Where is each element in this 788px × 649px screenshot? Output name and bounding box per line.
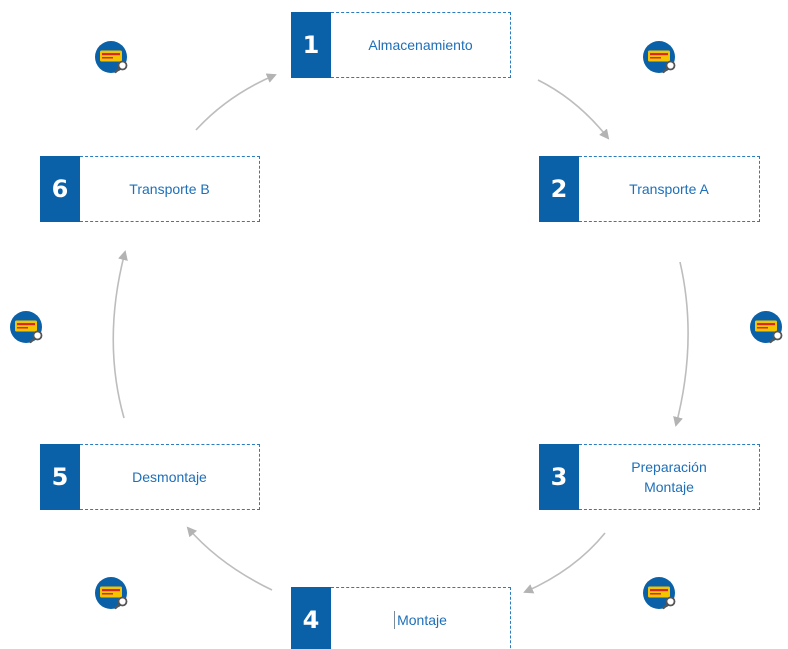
step-6-number: 6 <box>40 156 80 222</box>
step-4: 4 Montaje <box>291 587 511 649</box>
step-3-box: Preparación Montaje <box>579 444 760 510</box>
step-4-number: 4 <box>291 587 331 649</box>
step-4-label: Montaje <box>397 612 447 628</box>
step-3-number: 3 <box>539 444 579 510</box>
arrow-4-to-5 <box>186 526 273 591</box>
ticket-magnifier-icon <box>95 577 128 610</box>
step-6-label: Transporte B <box>129 181 210 197</box>
step-3: 3 Preparación Montaje <box>539 444 760 510</box>
step-2-box: Transporte A <box>579 156 760 222</box>
step-1-box: Almacenamiento <box>331 12 511 78</box>
ticket-magnifier-icon <box>643 577 676 610</box>
step-5-label: Desmontaje <box>132 469 207 485</box>
ticket-magnifier-icon <box>95 41 128 74</box>
step-4-box: Montaje <box>331 587 511 649</box>
arrow-5-to-6 <box>112 250 128 419</box>
step-6: 6 Transporte B <box>40 156 260 222</box>
step-6-box: Transporte B <box>80 156 260 222</box>
ticket-magnifier-icon <box>10 311 43 344</box>
step-2-label: Transporte A <box>629 181 709 197</box>
arrow-2-to-3 <box>673 261 689 427</box>
step-1-label: Almacenamiento <box>368 37 473 53</box>
text-caret <box>394 611 396 629</box>
step-1: 1 Almacenamiento <box>291 12 511 78</box>
step-1-number: 1 <box>291 12 331 78</box>
step-5-box: Desmontaje <box>80 444 260 510</box>
ticket-magnifier-icon <box>643 41 676 74</box>
step-2: 2 Transporte A <box>539 156 760 222</box>
step-3-label: Preparación Montaje <box>631 459 707 495</box>
arrow-1-to-2 <box>537 79 610 140</box>
step-5: 5 Desmontaje <box>40 444 260 510</box>
ticket-magnifier-icon <box>750 311 783 344</box>
step-2-number: 2 <box>539 156 579 222</box>
arrow-3-to-4 <box>523 532 606 594</box>
arrow-6-to-1 <box>195 73 277 131</box>
step-5-number: 5 <box>40 444 80 510</box>
